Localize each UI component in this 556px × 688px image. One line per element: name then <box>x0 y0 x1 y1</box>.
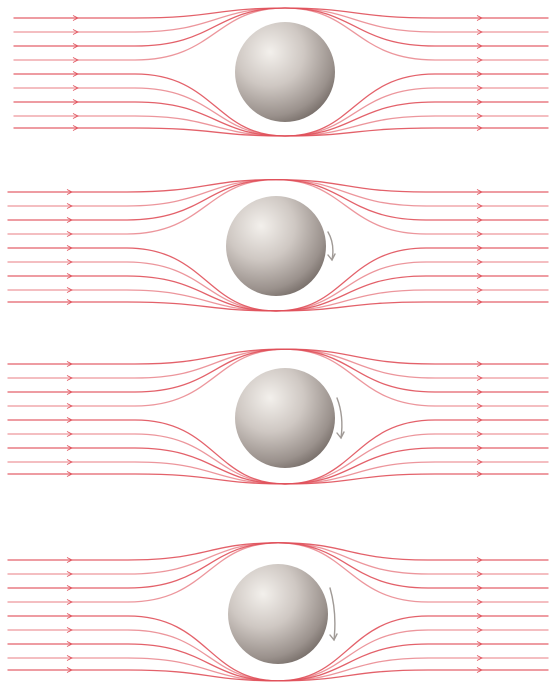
rotation-arrowhead <box>330 634 337 640</box>
sphere <box>228 564 328 664</box>
streamline <box>8 180 548 192</box>
streamline <box>8 543 548 560</box>
streamline <box>14 128 548 136</box>
streamline <box>8 474 548 484</box>
sphere <box>226 196 326 296</box>
rotation-arrow <box>330 588 335 640</box>
streamline <box>8 302 548 311</box>
rotation-arrow <box>337 398 342 438</box>
flow-panel-3 <box>8 349 548 484</box>
sphere <box>235 22 335 122</box>
flow-panel-2 <box>8 180 548 311</box>
streamline <box>8 670 548 681</box>
flow-panel-4 <box>8 543 548 681</box>
rotation-arrowhead <box>328 254 335 260</box>
rotation-arrowhead <box>337 432 344 438</box>
sphere <box>235 368 335 468</box>
flow-panel-1 <box>14 8 548 136</box>
streamline <box>8 349 548 364</box>
streamline <box>14 8 548 18</box>
